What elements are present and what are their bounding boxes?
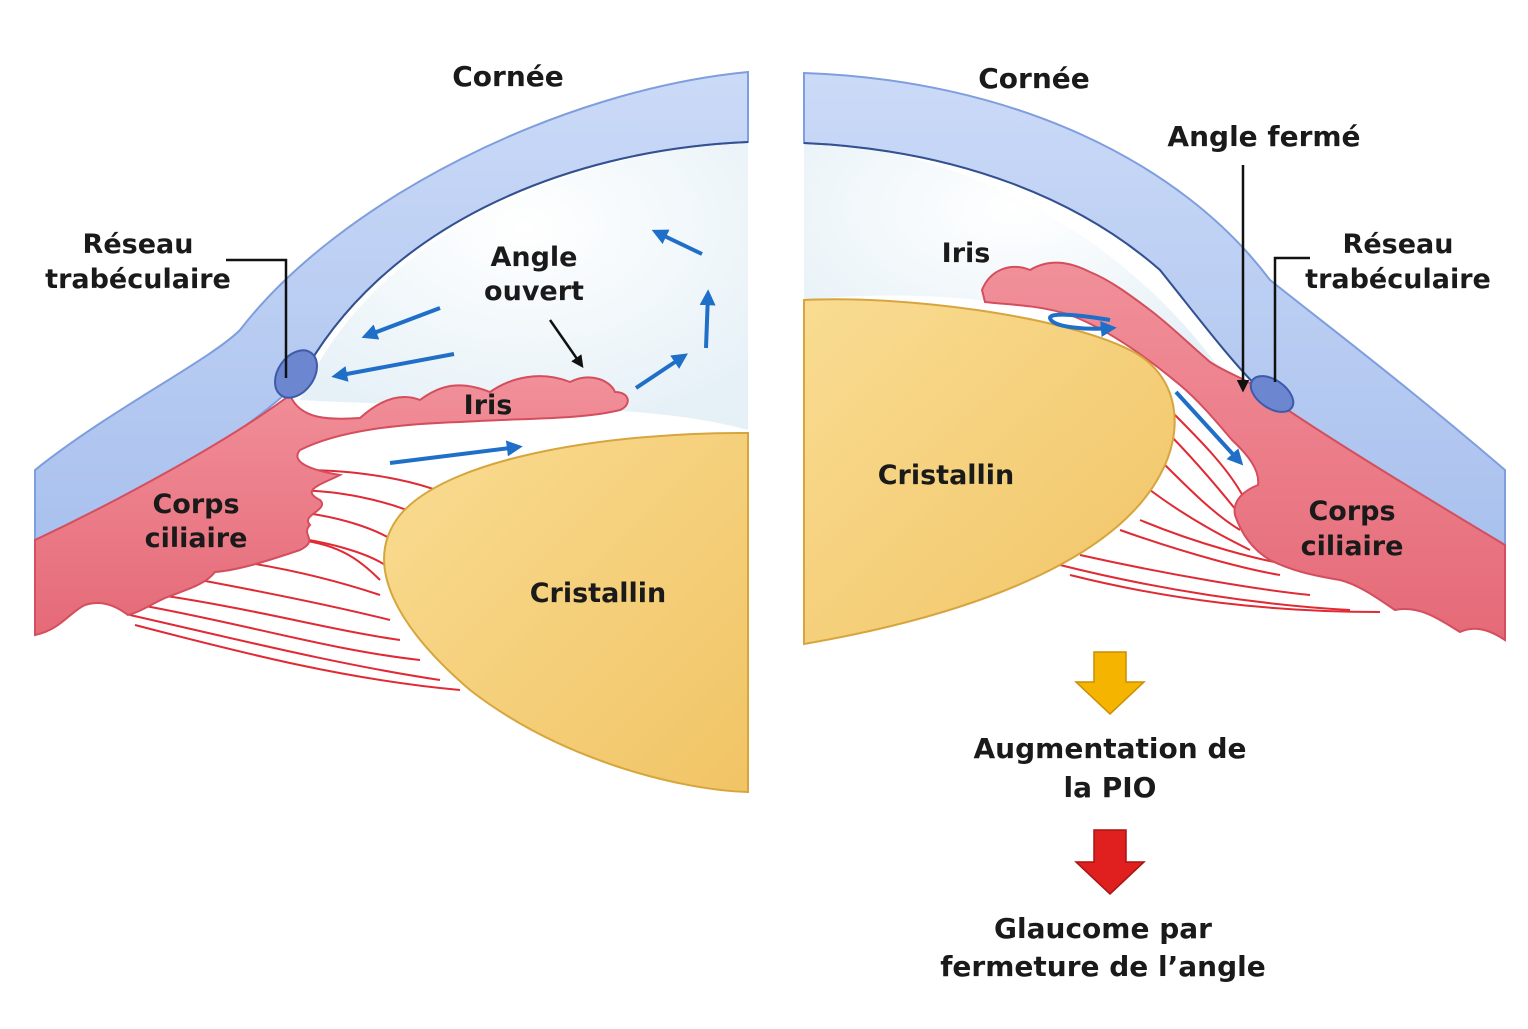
flow-arrow-2	[634, 353, 688, 390]
consequence-flow: Augmentation de la PIO Glaucome par ferm…	[940, 651, 1266, 983]
right-ciliary-label-2: ciliaire	[1301, 531, 1404, 562]
left-ciliary-label-1: Corps	[152, 489, 239, 520]
left-ciliary-label-2: ciliaire	[145, 523, 248, 554]
flow-arrow-1	[389, 440, 523, 465]
left-lens-label: Cristallin	[530, 578, 667, 609]
blocked-flow-arrow	[1174, 390, 1244, 466]
left-lens	[383, 431, 749, 794]
right-iris-label: Iris	[942, 238, 991, 269]
left-trabecular-leader	[226, 258, 288, 378]
left-cornea-label: Cornée	[452, 60, 564, 93]
right-lens-label: Cristallin	[878, 460, 1015, 491]
flow-step1-line2: la PIO	[1064, 771, 1157, 804]
left-anterior-chamber	[300, 140, 748, 430]
left-iris-label: Iris	[464, 390, 513, 421]
loop-flow-arrow	[1047, 312, 1117, 337]
left-ciliary-body	[34, 375, 629, 637]
left-trabecular-label-1: Réseau	[83, 229, 194, 260]
right-trabecular-leader	[1273, 256, 1310, 382]
left-angle-label-2: ouvert	[484, 276, 584, 307]
right-panel-closed-angle: Cornée Angle fermé Iris Réseau trabécula…	[803, 62, 1506, 646]
yellow-down-arrow-icon	[1074, 651, 1146, 716]
right-ciliary-body	[980, 261, 1506, 642]
right-trabecular-label-1: Réseau	[1343, 229, 1454, 260]
right-angle-label: Angle fermé	[1167, 120, 1360, 153]
left-aqueous-flow-arrows	[331, 229, 716, 465]
flow-step1-line1: Augmentation de	[974, 732, 1247, 765]
left-panel-open-angle: Cornée Réseau trabéculaire Angle ouvert …	[34, 60, 749, 794]
right-ciliary-label-1: Corps	[1308, 496, 1395, 527]
flow-arrow-6	[331, 352, 455, 382]
right-cornea-label: Cornée	[978, 62, 1090, 95]
right-lens	[803, 298, 1176, 646]
left-angle-leader	[548, 319, 584, 369]
flow-arrow-4	[651, 229, 703, 256]
flow-arrow-5	[361, 306, 441, 340]
flow-arrow-3	[699, 289, 716, 349]
flow-step2-line2: fermeture de l’angle	[940, 950, 1266, 983]
flow-step2-line1: Glaucome par	[994, 912, 1212, 945]
left-angle-label-1: Angle	[490, 242, 577, 273]
right-aqueous-flow-arrows	[1047, 312, 1244, 466]
red-down-arrow-icon	[1074, 829, 1146, 896]
right-trabecular-meshwork	[1249, 375, 1295, 413]
left-trabecular-label-2: trabéculaire	[45, 264, 231, 295]
right-trabecular-label-2: trabéculaire	[1305, 264, 1491, 295]
